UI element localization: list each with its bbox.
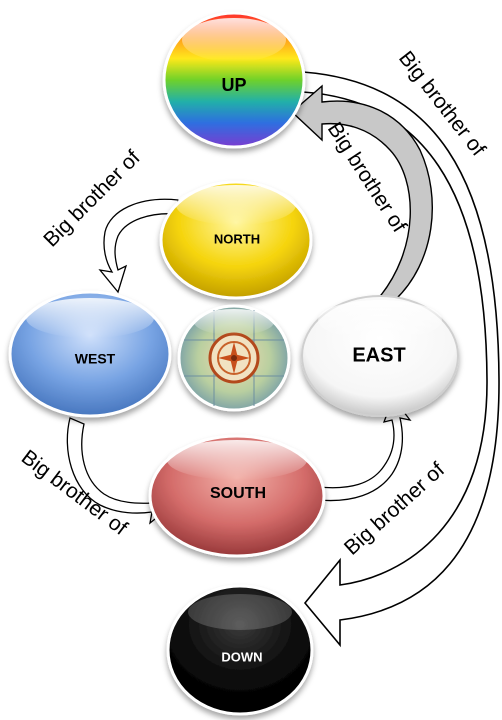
node-center-compass: [177, 304, 291, 412]
node-north: [159, 180, 313, 300]
node-down-label: DOWN: [221, 649, 262, 664]
edge-east-to-up-arrow: [290, 84, 433, 301]
node-down: [166, 584, 314, 716]
node-south: [148, 434, 326, 558]
node-north-gloss: [176, 185, 296, 225]
edge-label-north-west: Big brother of: [39, 146, 145, 252]
node-east-label: EAST: [352, 344, 405, 366]
node-up: [162, 11, 306, 149]
node-down-gloss: [188, 594, 292, 630]
node-center-gloss: [194, 309, 274, 335]
node-up-gloss: [182, 18, 286, 62]
node-south-gloss: [167, 440, 307, 480]
node-west-gloss: [26, 298, 154, 338]
node-up-label: UP: [221, 75, 246, 95]
edge-up-to-down-arrow: [302, 71, 500, 648]
node-west: [8, 290, 172, 418]
node-east-gloss: [318, 300, 442, 340]
edge-north-to-west-arrow: [98, 198, 179, 294]
node-north-label: NORTH: [214, 231, 260, 246]
node-east: [301, 295, 459, 417]
node-west-label: WEST: [75, 351, 116, 367]
node-south-label: SOUTH: [210, 485, 266, 502]
